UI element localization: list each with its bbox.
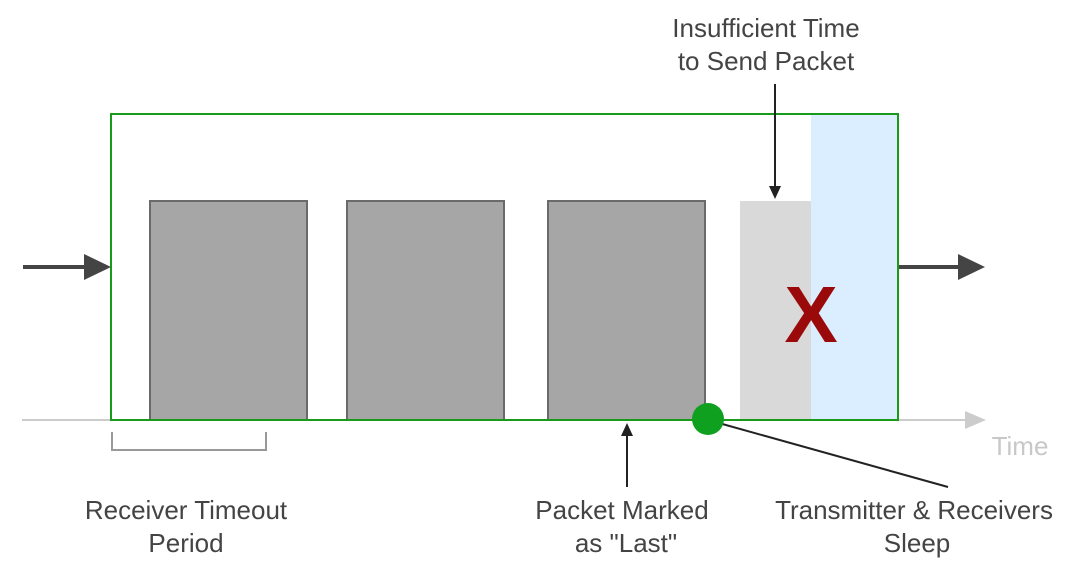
insufficient-time-label-line1: Insufficient Time — [672, 13, 859, 43]
insufficient-pointer-arrowhead — [769, 186, 781, 199]
receiver-timeout-label-line2: Period — [148, 528, 223, 558]
outgoing-arrowhead — [958, 254, 985, 280]
packet-2 — [346, 200, 505, 421]
fail-x-mark: X — [784, 270, 837, 359]
packet-marked-label-line2: as "Last" — [575, 528, 677, 558]
receiver-timeout-label-line1: Receiver Timeout — [85, 495, 288, 525]
sleep-label-line2: Sleep — [884, 528, 951, 558]
receiver-timeout-bracket — [111, 432, 267, 451]
packet-last-pointer-arrowhead — [621, 423, 633, 436]
packet-1 — [149, 200, 308, 421]
sleep-pointer-line — [707, 419, 949, 488]
time-axis-label: Time — [992, 431, 1049, 461]
partial-packet — [740, 201, 811, 420]
sleep-zone — [811, 114, 898, 420]
packet-3-last — [547, 200, 706, 421]
insufficient-time-label-line2: to Send Packet — [678, 46, 855, 76]
sleep-label-line1: Transmitter & Receivers — [775, 495, 1053, 525]
packet-marked-label-line1: Packet Marked — [535, 495, 708, 525]
sleep-dot — [692, 403, 724, 435]
time-axis-arrowhead — [965, 411, 986, 429]
incoming-arrowhead — [84, 254, 111, 280]
